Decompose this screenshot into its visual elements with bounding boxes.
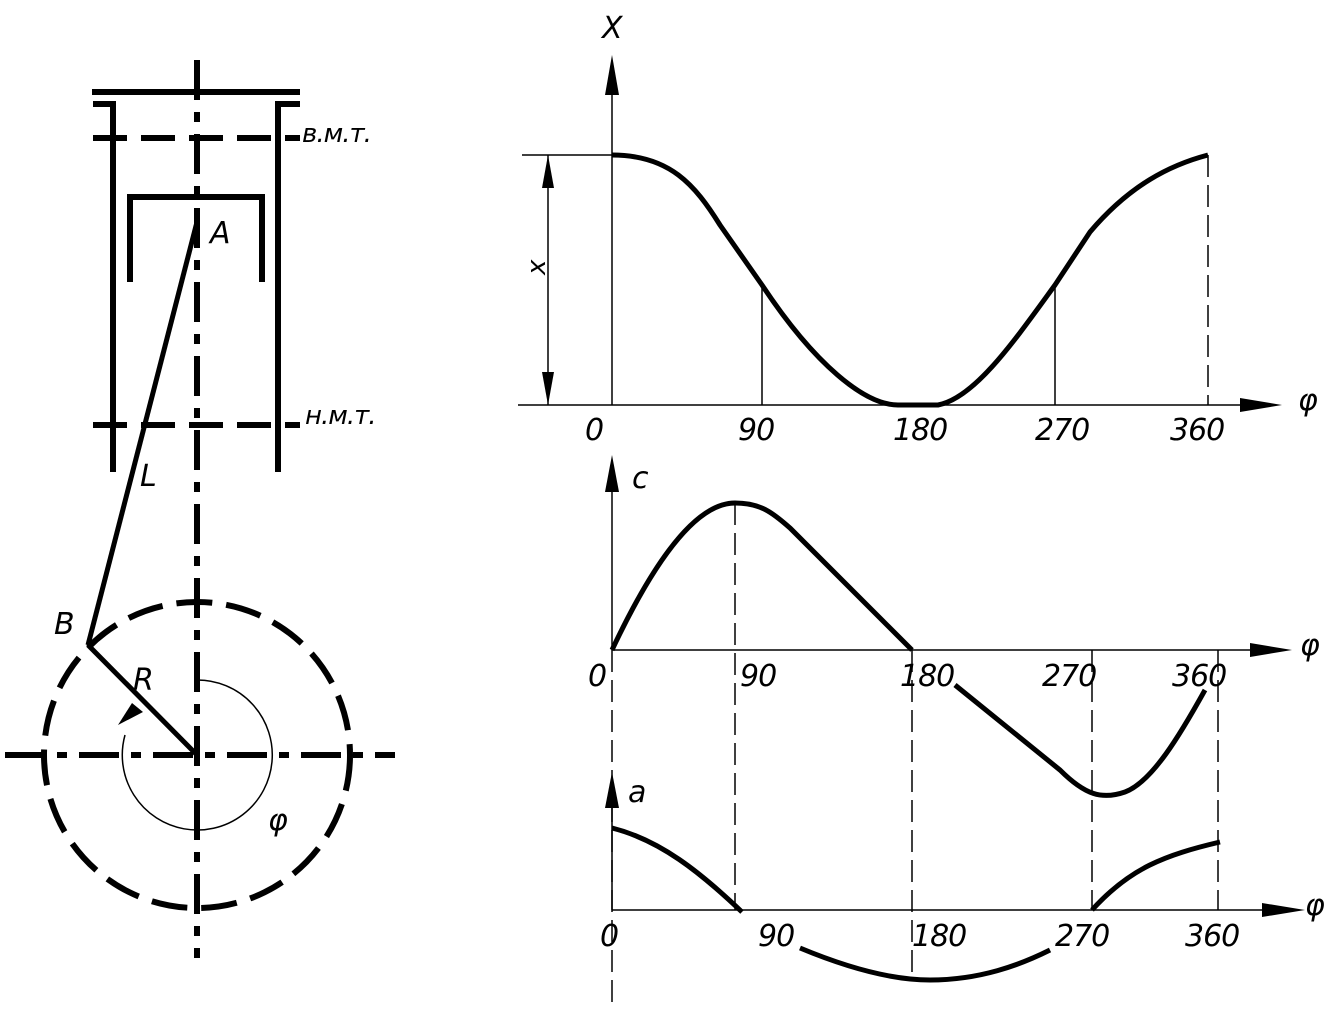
cylinder-wall-right [275, 101, 300, 472]
x-axis-label: φ [1300, 628, 1320, 663]
displacement-curve [611, 152, 1209, 408]
arrow-right-icon [1250, 643, 1292, 657]
tick-label: 180 [912, 919, 966, 954]
tick-label: 90 [758, 919, 794, 954]
tick-label: 360 [1170, 413, 1224, 448]
y-axis-label: c [632, 461, 649, 496]
tick-label: 180 [900, 659, 954, 694]
velocity-curve-negative [953, 683, 1208, 798]
connecting-rod [85, 221, 200, 646]
x-axis-label: φ [1305, 888, 1325, 923]
tick-label: 270 [1042, 659, 1096, 694]
tick-label: 180 [893, 413, 947, 448]
cylinder-wall-left [93, 101, 116, 472]
velocity-curve [609, 500, 914, 652]
arrow-right-icon [1240, 398, 1282, 412]
displacement-chart: x X φ 0 90 180 270 360 [518, 11, 1319, 448]
arrow-up-icon [605, 455, 619, 492]
x-axis-label: φ [1298, 383, 1318, 418]
tick-label: 270 [1035, 413, 1089, 448]
bdc-label: н.м.т. [305, 401, 376, 431]
point-b-label: B [54, 607, 74, 642]
dimension-label: x [522, 259, 552, 276]
acceleration-chart: a φ 0 90 180 270 360 [600, 772, 1326, 983]
acceleration-curve-end [1090, 839, 1221, 912]
tick-label: 0 [588, 659, 606, 694]
crank-radius-label: R [133, 663, 153, 698]
rod-length-label: L [140, 459, 156, 494]
velocity-chart: c φ 0 90 180 270 360 [588, 455, 1321, 1005]
angle-label: φ [268, 803, 288, 838]
angle-arrow-icon [118, 703, 143, 725]
arrow-right-icon [1262, 903, 1305, 917]
tick-label: 0 [585, 413, 603, 448]
tick-label: 0 [600, 919, 618, 954]
arrow-up-icon [605, 772, 619, 808]
tick-label: 360 [1185, 919, 1239, 954]
tick-label: 90 [738, 413, 774, 448]
tick-label: 90 [740, 659, 776, 694]
tick-label: 360 [1172, 659, 1226, 694]
angle-arc [121, 679, 273, 831]
crank [86, 643, 199, 757]
crank-mechanism: в.м.т. н.м.т. A L B R φ [5, 60, 395, 958]
tdc-label: в.м.т. [302, 119, 371, 149]
point-a-label: A [208, 216, 230, 251]
tick-label: 270 [1055, 919, 1109, 954]
acceleration-curve-negative [799, 945, 1052, 983]
acceleration-curve [611, 825, 744, 914]
piston [127, 194, 265, 282]
y-axis-label: a [628, 775, 645, 810]
arrow-up-icon [605, 55, 619, 95]
y-axis-label: X [600, 11, 624, 46]
